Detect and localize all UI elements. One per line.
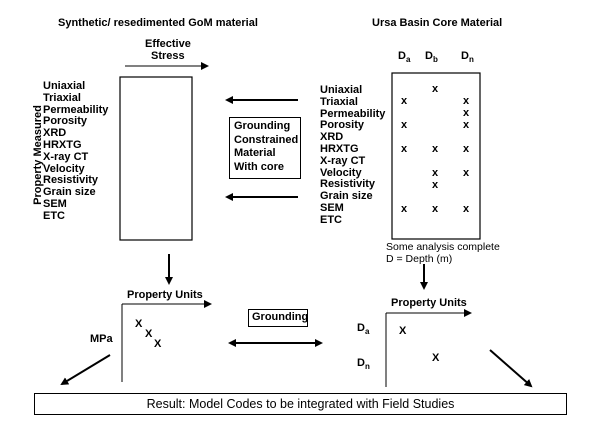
- left-sample-box: [119, 76, 193, 241]
- result-text: Result: Model Codes to be integrated wit…: [146, 397, 455, 411]
- right-plot-title: Property Units: [391, 297, 467, 309]
- right-plot-mark: X: [399, 325, 407, 337]
- right-property: Porosity: [320, 119, 365, 132]
- right-plot-row-a: Da: [357, 322, 370, 337]
- right-plot-mark: X: [432, 352, 440, 364]
- left-property: Permeability: [43, 103, 109, 116]
- matrix-mark: x: [432, 83, 439, 95]
- right-property: XRD: [320, 131, 344, 144]
- left-property: Velocity: [43, 162, 85, 175]
- grounding-box-line: Constrained: [234, 133, 299, 146]
- matrix-mark: x: [463, 203, 470, 215]
- depth-header-a: Da: [398, 50, 411, 65]
- right-property: Permeability: [320, 107, 386, 120]
- left-property: X-ray CT: [43, 150, 89, 163]
- right-property: HRXTG: [320, 142, 359, 155]
- matrix-mark: x: [432, 203, 439, 215]
- left-property: Resistivity: [43, 174, 99, 187]
- arrow-diag-left: [60, 354, 111, 386]
- grounding-box-line: Material: [234, 147, 276, 159]
- left-property-list: Uniaxial Triaxial Permeability Porosity …: [43, 80, 108, 222]
- matrix-mark: x: [463, 143, 470, 155]
- left-property: XRD: [43, 127, 67, 140]
- left-plot-mark: X: [145, 328, 153, 340]
- right-matrix-box: [391, 72, 481, 240]
- right-property: X-ray CT: [320, 154, 366, 167]
- right-plot-row-n: Dn: [357, 357, 370, 372]
- left-property: Uniaxial: [43, 80, 86, 92]
- result-box: Result: Model Codes to be integrated wit…: [34, 393, 567, 415]
- matrix-mark: x: [401, 143, 408, 155]
- depth-header-b: Db: [425, 50, 438, 65]
- left-property: ETC: [43, 209, 65, 222]
- matrix-mark: x: [432, 143, 439, 155]
- matrix-mark: x: [463, 95, 470, 107]
- left-plot-ylabel: MPa: [90, 333, 113, 345]
- left-plot-mark: X: [154, 338, 162, 350]
- matrix-mark: x: [463, 167, 470, 179]
- right-property: SEM: [320, 201, 344, 214]
- matrix-mark: x: [432, 167, 439, 179]
- right-property: ETC: [320, 213, 342, 226]
- right-title: Ursa Basin Core Material: [372, 17, 503, 29]
- left-property: Porosity: [43, 115, 88, 128]
- left-property: Grain size: [43, 186, 96, 199]
- grounding-box-line: With core: [234, 160, 285, 173]
- depth-header-n: Dn: [461, 50, 474, 65]
- matrix-mark: x: [432, 179, 439, 191]
- right-property: Uniaxial: [320, 84, 363, 96]
- arrow-diag-right: [489, 349, 533, 388]
- grounding-label: Grounding: [252, 311, 309, 323]
- matrix-mark: x: [401, 119, 408, 131]
- grounding-constrained-box: Grounding Constrained Material With core: [229, 117, 301, 179]
- matrix-mark: x: [401, 203, 408, 215]
- effective-stress-line2: Stress: [151, 50, 185, 62]
- matrix-mark: x: [463, 107, 470, 119]
- right-property-list: Uniaxial Triaxial Permeability Porosity …: [320, 84, 385, 226]
- matrix-mark: x: [463, 119, 470, 131]
- left-property: Triaxial: [43, 91, 81, 104]
- left-plot-mark: X: [135, 318, 143, 330]
- right-property: Triaxial: [320, 95, 358, 108]
- right-property: Grain size: [320, 190, 373, 203]
- matrix-mark: x: [401, 95, 408, 107]
- right-property: Resistivity: [320, 178, 376, 191]
- left-title: Synthetic/ resedimented GoM material: [58, 17, 258, 29]
- grounding-box-line: Grounding: [234, 120, 291, 132]
- analysis-note-line1: Some analysis complete: [386, 241, 500, 253]
- analysis-note-line2: D = Depth (m): [386, 253, 453, 265]
- right-property: Velocity: [320, 166, 362, 179]
- left-property: HRXTG: [43, 138, 82, 151]
- left-property: SEM: [43, 197, 67, 210]
- grounding-label-box: Grounding: [248, 309, 308, 327]
- effective-stress-line1: Effective: [145, 38, 191, 50]
- left-plot-title: Property Units: [127, 289, 203, 301]
